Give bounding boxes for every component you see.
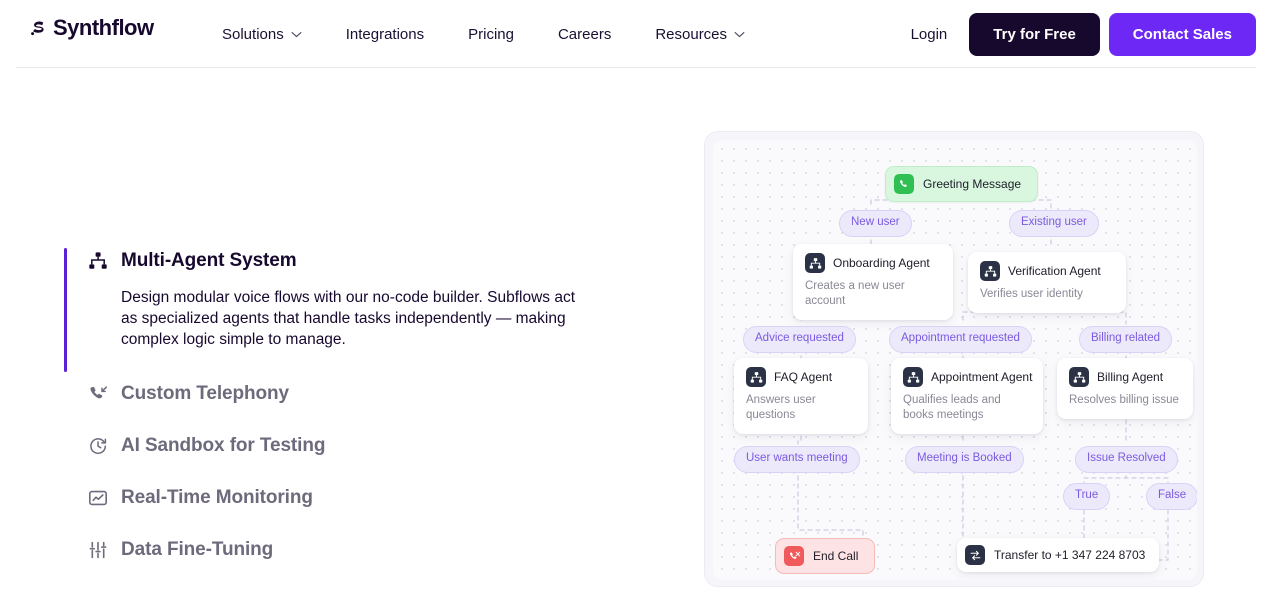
card-title: Verification Agent — [1008, 264, 1101, 278]
node-end-call[interactable]: End Call — [775, 538, 876, 574]
card-title: Appointment Agent — [931, 370, 1033, 384]
flow-canvas[interactable]: Greeting Message New user Existing user … — [713, 140, 1197, 580]
phone-icon — [894, 174, 914, 194]
nav-item-resources[interactable]: Resources — [655, 26, 745, 43]
site-header: Synthflow Solutions Integrations Pricing… — [0, 0, 1272, 68]
feature-title: Data Fine-Tuning — [121, 539, 274, 560]
feature-description: Design modular voice flows with our no-c… — [121, 289, 576, 348]
monitor-chart-icon — [88, 490, 107, 506]
header-divider — [16, 67, 1256, 68]
card-subtitle: Verifies user identity — [980, 288, 1083, 300]
feature-title: AI Sandbox for Testing — [121, 435, 326, 456]
try-for-free-button[interactable]: Try for Free — [969, 12, 1100, 56]
feature-item-multi-agent-system[interactable]: Multi-Agent System Design modular voice … — [64, 247, 624, 372]
agent-icon — [805, 253, 825, 273]
feature-title: Multi-Agent System — [121, 250, 297, 271]
pill-advice-requested[interactable]: Advice requested — [743, 326, 856, 353]
nav-item-solutions[interactable]: Solutions — [222, 26, 302, 43]
sliders-icon — [89, 541, 107, 559]
nav-item-careers[interactable]: Careers — [558, 26, 611, 43]
contact-sales-button[interactable]: Contact Sales — [1108, 12, 1256, 56]
nav-label: Integrations — [345, 25, 425, 43]
card-billing-agent[interactable]: Billing Agent Resolves billing issue — [1057, 358, 1193, 419]
chevron-down-icon — [734, 31, 745, 37]
pill-meeting-is-booked[interactable]: Meeting is Booked — [905, 446, 1024, 473]
card-title: FAQ Agent — [774, 370, 833, 384]
card-onboarding-agent[interactable]: Onboarding Agent Creates a new user acco… — [793, 244, 953, 320]
nav-label: Pricing — [468, 25, 514, 43]
agent-icon — [903, 367, 923, 387]
login-link[interactable]: Login — [910, 25, 948, 43]
pill-false[interactable]: False — [1146, 483, 1197, 510]
feature-item-real-time-monitoring[interactable]: Real-Time Monitoring — [64, 484, 624, 512]
chevron-down-icon — [291, 31, 302, 37]
feature-list: Multi-Agent System Design modular voice … — [64, 247, 624, 564]
card-subtitle: Resolves billing issue — [1069, 394, 1179, 406]
pill-existing-user[interactable]: Existing user — [1009, 210, 1099, 237]
feature-title: Real-Time Monitoring — [121, 487, 313, 508]
agent-icon — [980, 261, 1000, 281]
agent-icon — [1069, 367, 1089, 387]
nav-item-integrations[interactable]: Integrations — [346, 26, 424, 43]
card-faq-agent[interactable]: FAQ Agent Answers user questions — [734, 358, 868, 434]
pill-new-user[interactable]: New user — [839, 210, 912, 237]
nav-item-pricing[interactable]: Pricing — [468, 26, 514, 43]
logo-text: Synthflow — [53, 15, 154, 40]
feature-title: Custom Telephony — [121, 383, 289, 404]
node-transfer-call[interactable]: Transfer to +1 347 224 8703 — [957, 538, 1160, 572]
transfer-arrows-icon — [965, 545, 985, 565]
feature-item-ai-sandbox-for-testing[interactable]: AI Sandbox for Testing — [64, 432, 624, 460]
phone-incoming-icon — [90, 386, 108, 399]
flow-diagram-panel: Greeting Message New user Existing user … — [704, 131, 1204, 587]
card-subtitle: Creates a new user account — [805, 280, 905, 307]
feature-item-data-fine-tuning[interactable]: Data Fine-Tuning — [64, 536, 624, 564]
pill-issue-resolved[interactable]: Issue Resolved — [1075, 446, 1178, 473]
card-subtitle: Qualifies leads and books meetings — [903, 394, 1001, 421]
pill-true[interactable]: True — [1063, 483, 1111, 510]
nav-label: Careers — [557, 25, 612, 43]
sitemap-icon — [89, 252, 107, 269]
nav-label: Solutions — [222, 25, 284, 43]
card-verification-agent[interactable]: Verification Agent Verifies user identit… — [968, 252, 1126, 313]
pill-appointment-requested[interactable]: Appointment requested — [889, 326, 1032, 353]
logo[interactable]: Synthflow — [27, 14, 154, 42]
node-label: Transfer to +1 347 224 8703 — [994, 548, 1146, 562]
pill-billing-related[interactable]: Billing related — [1079, 326, 1173, 353]
pill-user-wants-meeting[interactable]: User wants meeting — [734, 446, 860, 473]
node-greeting-message[interactable]: Greeting Message — [885, 166, 1039, 202]
card-title: Billing Agent — [1097, 370, 1164, 384]
synthflow-s-mark-icon — [31, 20, 44, 35]
agent-icon — [746, 367, 766, 387]
card-title: Onboarding Agent — [833, 256, 930, 270]
clock-rotate-icon — [90, 438, 107, 455]
nav-label: Resources — [655, 25, 728, 43]
feature-item-custom-telephony[interactable]: Custom Telephony — [64, 380, 624, 408]
active-indicator-bar — [64, 248, 67, 372]
node-label: Greeting Message — [923, 177, 1022, 191]
phone-off-icon — [784, 546, 804, 566]
header-actions: Login Try for Free Contact Sales — [911, 0, 1256, 68]
card-subtitle: Answers user questions — [746, 394, 816, 421]
card-appointment-agent[interactable]: Appointment Agent Qualifies leads and bo… — [891, 358, 1043, 434]
main-nav: Solutions Integrations Pricing Careers R… — [222, 0, 745, 68]
node-label: End Call — [813, 549, 859, 563]
